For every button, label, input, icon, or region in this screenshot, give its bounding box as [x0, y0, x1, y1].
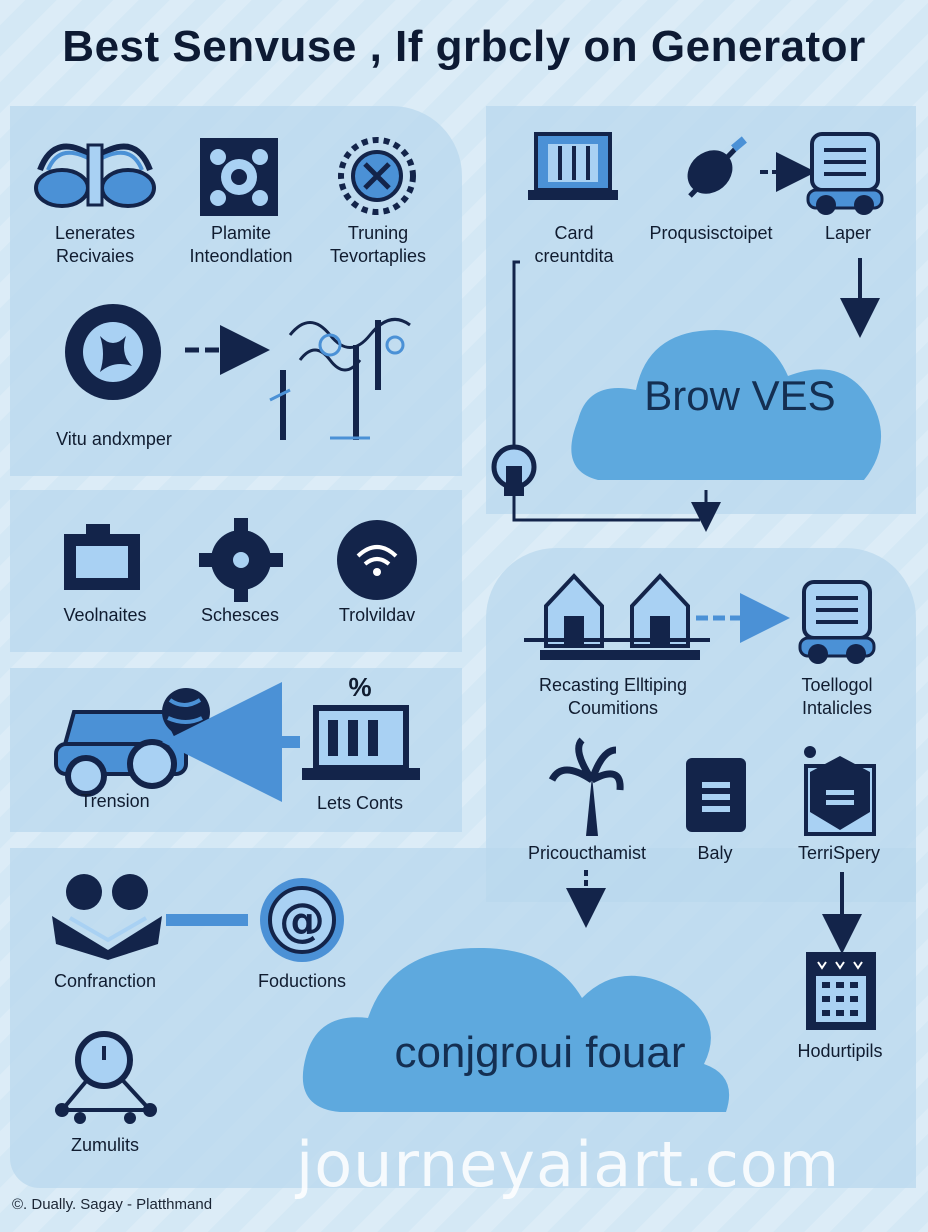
cloud-label-bottom: conjgroui fouar — [394, 1028, 686, 1077]
clock-network-icon — [55, 1031, 157, 1124]
globe-icon — [162, 688, 210, 736]
document-icon — [686, 758, 746, 832]
label-plamite: Plamite Inteondlation — [189, 223, 293, 266]
keyboard-icon — [302, 705, 420, 780]
label-hodurtipils: Hodurtipils — [797, 1041, 883, 1061]
sketch-drawing-icon — [269, 317, 411, 440]
calendar-icon — [806, 952, 876, 1030]
label-laper: Laper — [824, 223, 872, 243]
palm-tree-icon — [548, 737, 624, 836]
label-vitu: Vitu andxmper — [56, 429, 172, 449]
stamp-pair-icon — [34, 143, 156, 208]
cloud-brow-ves — [571, 330, 882, 480]
label-pricoucthamist: Pricoucthamist — [527, 843, 647, 863]
cog-burst-icon — [199, 518, 283, 602]
server-car-icon-1 — [806, 132, 884, 215]
label-toellogol: Toellogol Intalicles — [801, 675, 873, 718]
label-zumulits: Zumulits — [70, 1135, 139, 1155]
pen-icon — [687, 136, 747, 198]
label-proqusisctoipet: Proqusisctoipet — [649, 223, 773, 243]
flower-gear-icon — [65, 304, 161, 400]
server-car-icon-2 — [798, 580, 876, 664]
lightbulb-icon — [491, 444, 537, 496]
credit-text: ©. Dually. Sagay - Platthmand — [12, 1196, 213, 1213]
wifi-icon — [337, 520, 417, 600]
svg-text:@: @ — [279, 893, 325, 947]
label-terrispery: TerriSpery — [797, 843, 881, 863]
houses-icon — [524, 573, 710, 660]
page-title: Best Senvuse , If grbcly on Generator — [62, 22, 866, 71]
label-foductions: Foductions — [257, 971, 347, 991]
label-lenerates: Lenerates Recivaies — [54, 223, 136, 266]
cloud-label-brow-ves: Brow VES — [644, 372, 836, 419]
laptop-icon — [528, 132, 618, 200]
hexagon-book-icon — [804, 746, 876, 836]
label-schesces: Schesces — [200, 605, 280, 625]
label-trolvildav: Trolvildav — [338, 605, 416, 625]
battery-icon — [64, 524, 140, 590]
label-card: Card creuntdita — [534, 223, 614, 266]
label-recasting: Recasting Elltiping Coumitions — [538, 675, 688, 718]
label-confranction: Confranction — [53, 971, 157, 991]
watermark: journeyaiart.com — [296, 1128, 841, 1201]
gear-target-icon — [338, 137, 416, 215]
label-lets-conts: Lets Conts — [316, 793, 404, 813]
label-baly: Baly — [697, 843, 733, 863]
label-truning: Truning Tevortaplies — [329, 223, 427, 266]
handshake-icon — [52, 874, 162, 960]
at-sign-icon: @ — [260, 878, 344, 962]
pattern-tile-icon — [200, 138, 278, 216]
cloud-bottom — [302, 947, 730, 1112]
car-icon — [54, 710, 188, 797]
label-trension: Trension — [80, 791, 150, 811]
percent-symbol: % — [348, 672, 372, 702]
label-veolnaites: Veolnaites — [63, 605, 147, 625]
